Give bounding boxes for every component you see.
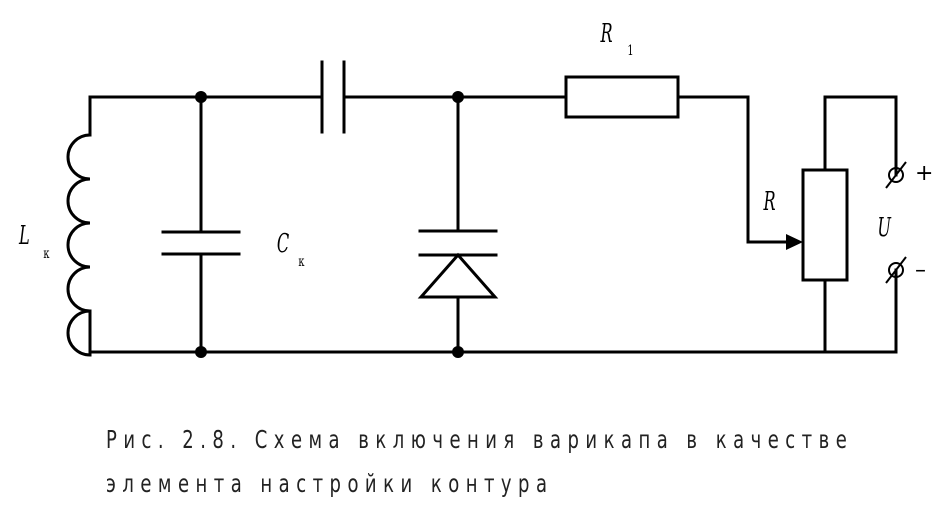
right-wire	[823, 95, 898, 177]
capacitor-ck	[161, 95, 241, 354]
label-voltage: U	[877, 213, 891, 243]
junction-dot	[195, 346, 207, 358]
label-resistor1-sub: 1	[627, 42, 633, 58]
label-capacitor: C	[277, 229, 290, 259]
label-plus: +	[915, 161, 933, 186]
label-resistor1: R	[600, 19, 613, 49]
figure-caption: Рис. 2.8. Схема включения варикапа в кач…	[106, 418, 906, 506]
label-capacitor-sub: к	[298, 253, 304, 269]
varicap-diode	[417, 95, 499, 354]
terminal-plus	[885, 161, 907, 189]
wiper-arrow-icon	[786, 234, 803, 250]
resistor-r1	[564, 75, 680, 119]
junction-dot	[195, 91, 207, 103]
series-capacitor	[320, 60, 346, 134]
label-potentiometer: R	[763, 187, 776, 217]
potentiometer-r	[786, 95, 849, 354]
junction-dot	[452, 346, 464, 358]
circuit-diagram: L к C к R 1 R U + –	[18, 19, 933, 358]
junction-dot	[452, 91, 464, 103]
caption-line-1: Рис. 2.8. Схема включения варикапа в кач…	[106, 425, 854, 454]
caption-line-2: элемента настройки контура	[106, 469, 554, 498]
label-minus: –	[915, 258, 926, 283]
top-wire	[88, 95, 790, 244]
label-inductor-sub: к	[43, 245, 49, 261]
inductor-lk	[66, 95, 92, 357]
terminal-minus	[885, 256, 907, 284]
label-inductor: L	[18, 221, 29, 251]
